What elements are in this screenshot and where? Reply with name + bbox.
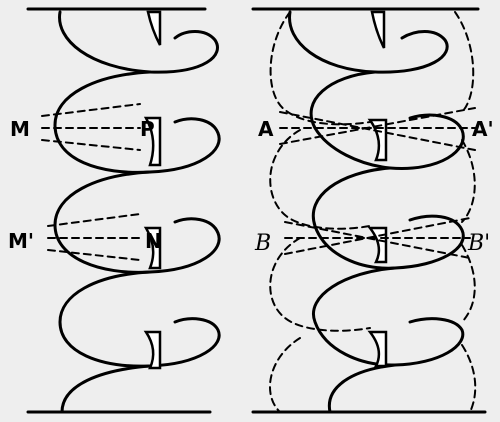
right-fin-4 — [367, 330, 388, 368]
right-dash-loop-2 — [454, 11, 475, 113]
right-dash-loop-6 — [461, 244, 476, 323]
dash-b-1 — [284, 221, 471, 259]
label-n: N — [145, 229, 162, 253]
right-lobe-3 — [311, 166, 465, 270]
right-fin-3 — [367, 226, 388, 264]
right-dash-loop-1 — [269, 11, 371, 126]
left-fin-4 — [143, 330, 162, 370]
left-fin-1 — [146, 10, 162, 46]
left-lobe-4 — [58, 270, 221, 368]
right-lobe-4 — [312, 266, 465, 367]
right-helix — [269, 10, 477, 414]
dash-mp-1 — [47, 213, 141, 227]
right-dash-loop-3 — [269, 129, 371, 230]
dash-m-1 — [41, 103, 141, 117]
label-m-prime: M' — [8, 229, 34, 253]
label-b: B — [254, 231, 271, 256]
right-lobe-5 — [327, 363, 397, 414]
label-a: A — [258, 117, 274, 141]
left-fin-3 — [143, 226, 162, 270]
left-lobe-3 — [53, 170, 221, 274]
left-helix — [41, 10, 221, 414]
dash-m-3 — [41, 139, 141, 151]
dash-b-3 — [284, 217, 471, 255]
right-dash-loop-8 — [461, 344, 477, 413]
left-lobe-1 — [58, 10, 219, 74]
right-lobe-1 — [288, 10, 449, 74]
dash-a-1 — [279, 111, 476, 151]
dash-a-3 — [279, 107, 476, 145]
label-b-prime: B' — [467, 231, 490, 256]
left-lobe-2 — [53, 70, 221, 174]
dash-mp-3 — [47, 249, 141, 261]
right-dash-loop-7 — [269, 337, 301, 413]
right-fin-2 — [367, 118, 388, 162]
right-dash-loop-4 — [461, 139, 476, 223]
right-dash-loop-5 — [269, 237, 371, 332]
label-a-prime: A' — [472, 117, 494, 141]
left-fin-2 — [143, 116, 162, 167]
label-p: P — [140, 117, 155, 141]
label-m: M — [10, 117, 30, 141]
right-fin-1 — [370, 10, 386, 49]
left-lobe-5 — [60, 364, 152, 414]
